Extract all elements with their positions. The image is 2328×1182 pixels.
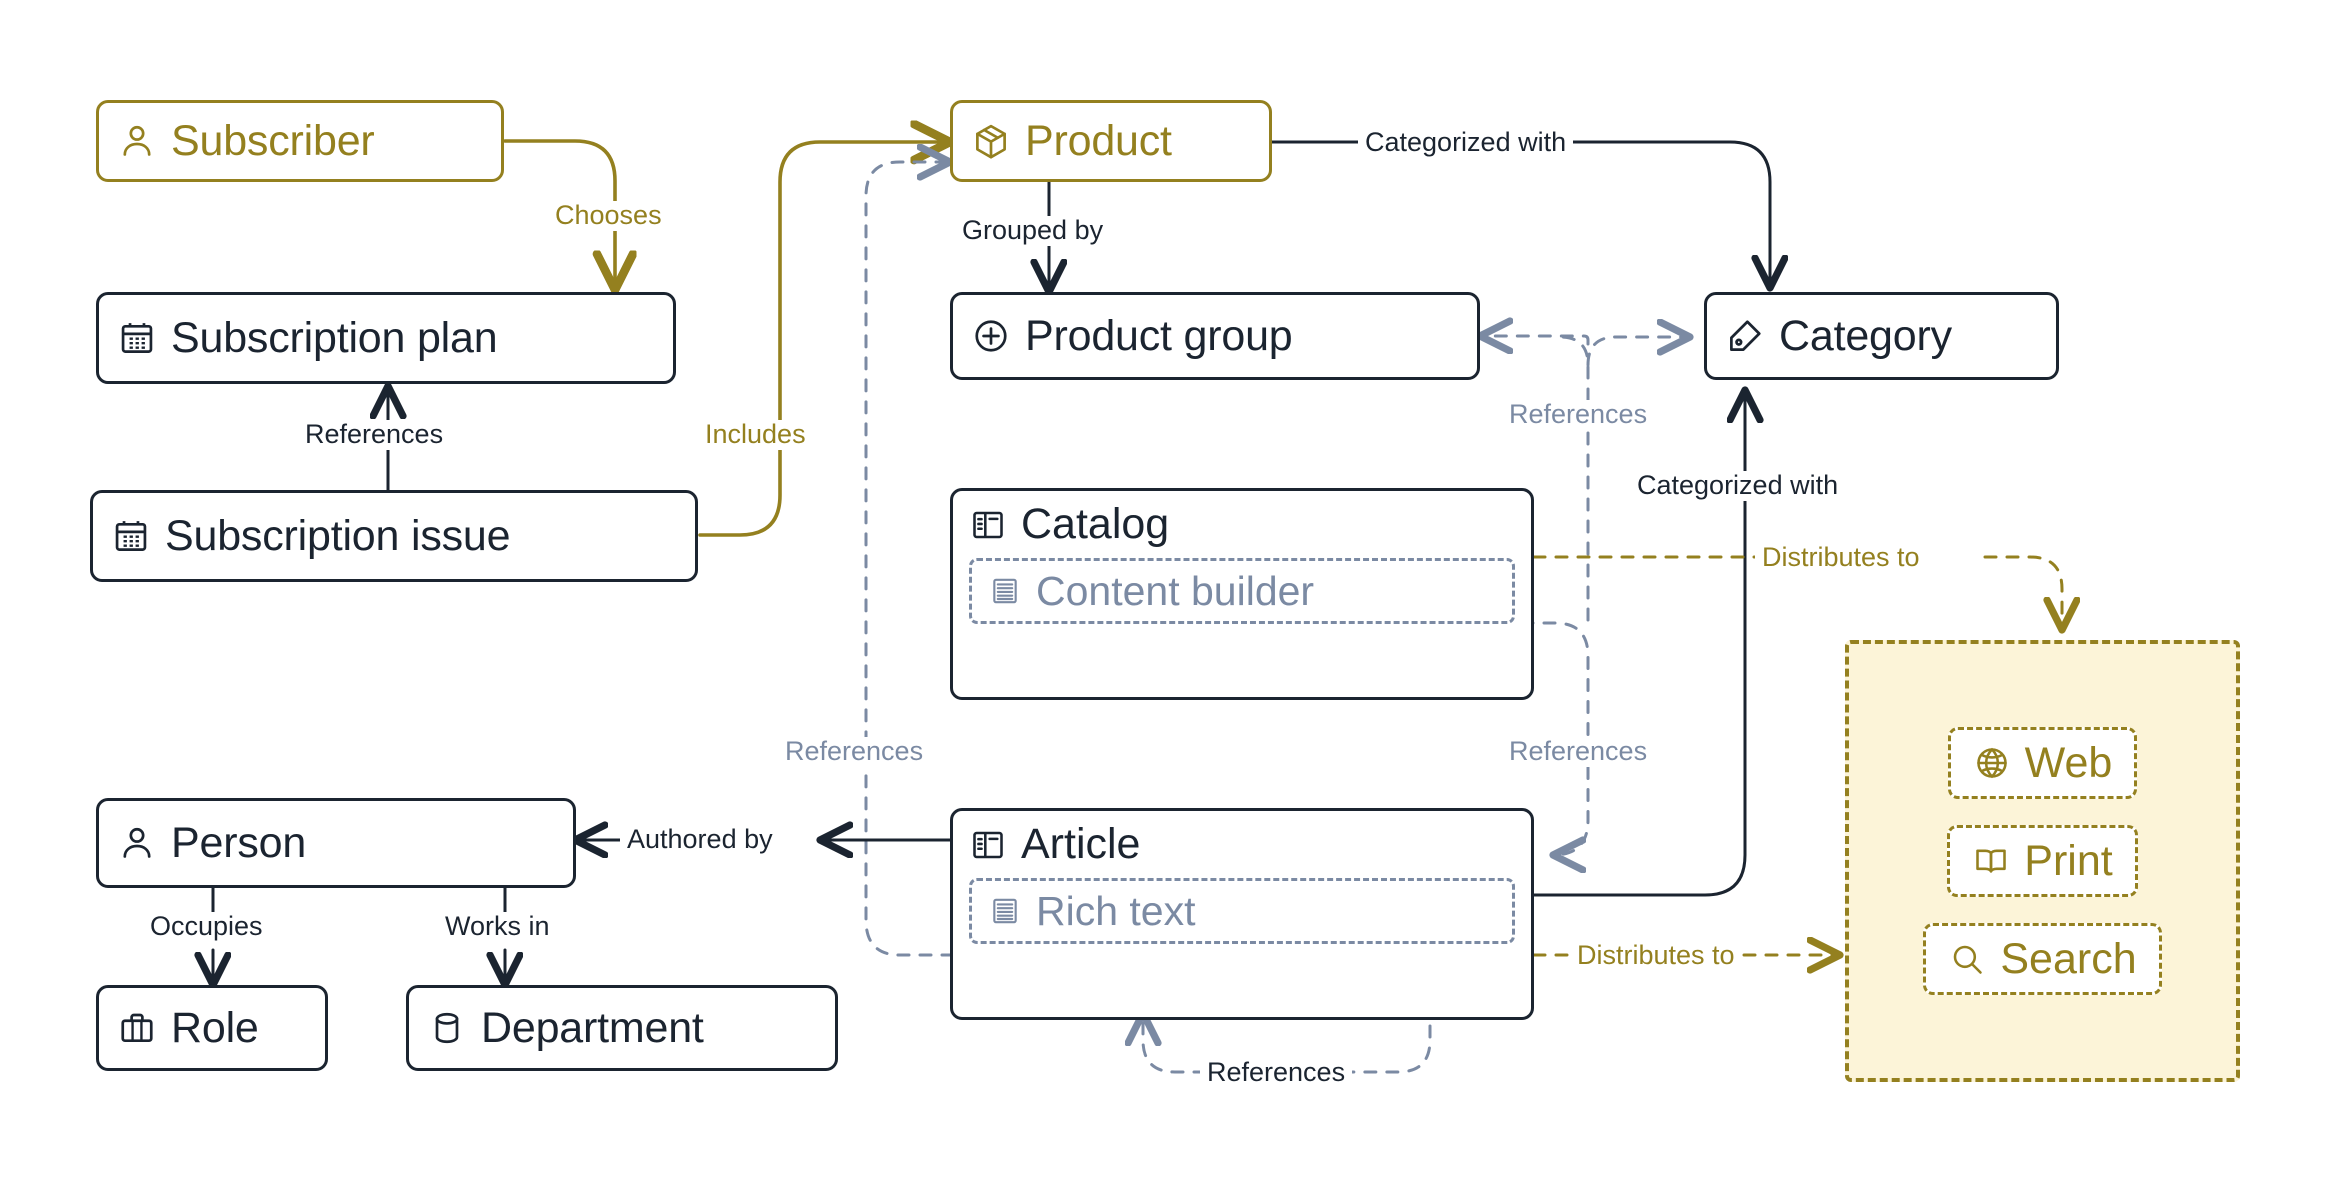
composite-article[interactable]: Article Rich text [950, 808, 1534, 1020]
edge-label-references-self: References [1200, 1057, 1353, 1088]
edge-label-occupies: Occupies [143, 911, 270, 942]
edge-references-branch-stem [1558, 335, 1590, 622]
globe-icon [1973, 744, 2011, 782]
edge-label-categorized-with-mid: Categorized with [1630, 470, 1846, 501]
composite-catalog[interactable]: Catalog Content builder [950, 488, 1534, 700]
edge-label-grouped-by: Grouped by [955, 215, 1111, 246]
list-lines-icon [988, 894, 1022, 928]
node-department[interactable]: Department [406, 985, 838, 1071]
chip-label: Search [2000, 934, 2137, 983]
person-icon [117, 823, 157, 863]
article-child-rich-text[interactable]: Rich text [969, 878, 1515, 944]
edge-label-distributes-to-catalog: Distributes to [1755, 542, 1927, 573]
box-3d-icon [971, 121, 1011, 161]
edge-label-includes: Includes [698, 419, 813, 450]
node-label: Product group [1025, 311, 1293, 360]
node-label: Role [171, 1003, 259, 1052]
child-label: Content builder [1036, 567, 1315, 614]
edge-label-references-left: References [778, 736, 931, 767]
child-label: Rich text [1036, 887, 1196, 934]
edge-references-branch-to-category [1586, 337, 1690, 367]
database-icon [427, 1008, 467, 1048]
chip-label: Print [2024, 836, 2113, 885]
edge-references-content-builder-group [1480, 336, 1590, 344]
node-category[interactable]: Category [1704, 292, 2059, 380]
node-person[interactable]: Person [96, 798, 576, 888]
edge-label-authored-by: Authored by [620, 824, 780, 855]
layout-panel-icon [969, 506, 1007, 544]
catalog-header: Catalog [969, 503, 1515, 546]
node-label: Person [171, 818, 307, 867]
edge-categorized-top [1270, 140, 1770, 288]
node-subscription-issue[interactable]: Subscription issue [90, 490, 698, 582]
node-label: Product [1025, 116, 1172, 165]
node-subscriber[interactable]: Subscriber [96, 100, 504, 182]
layout-panel-icon [969, 826, 1007, 864]
edge-label-chooses: Chooses [548, 200, 669, 231]
person-icon [117, 121, 157, 161]
edge-label-distributes-to-article: Distributes to [1570, 940, 1742, 971]
calendar-icon [117, 318, 157, 358]
book-open-icon [1972, 842, 2010, 880]
node-label: Subscription plan [171, 313, 498, 362]
node-role[interactable]: Role [96, 985, 328, 1071]
edge-categorized-mid [1532, 390, 1745, 897]
edge-includes [698, 142, 950, 537]
channel-chip-search[interactable]: Search [1923, 923, 2162, 995]
edge-label-categorized-with-top: Categorized with [1358, 127, 1574, 158]
node-product-group[interactable]: Product group [950, 292, 1480, 380]
edge-label-references-right: References [1502, 736, 1655, 767]
channel-chip-print[interactable]: Print [1947, 825, 2138, 897]
tag-icon [1725, 316, 1765, 356]
node-label: Department [481, 1003, 704, 1052]
node-label: Subscriber [171, 116, 375, 165]
catalog-title: Catalog [1021, 500, 1170, 548]
plus-circle-icon [971, 316, 1011, 356]
channel-group[interactable]: Web Print Search [1845, 640, 2240, 1082]
node-label: Subscription issue [165, 511, 511, 560]
node-product[interactable]: Product [950, 100, 1272, 182]
edge-distributes-catalog-b [1983, 555, 2062, 630]
magnifier-icon [1948, 940, 1986, 978]
catalog-child-content-builder[interactable]: Content builder [969, 558, 1515, 624]
list-lines-icon [988, 574, 1022, 608]
edge-label-references-catalog-category: References [1502, 399, 1655, 430]
channel-chip-web[interactable]: Web [1947, 727, 2138, 799]
edge-label-references-plan: References [298, 419, 451, 450]
node-subscription-plan[interactable]: Subscription plan [96, 292, 676, 384]
edge-label-works-in: Works in [438, 911, 557, 942]
edge-references-self-return [1143, 1013, 1207, 1074]
chip-label: Web [2024, 738, 2113, 787]
calendar-icon [111, 516, 151, 556]
node-label: Category [1779, 311, 1952, 360]
article-header: Article [969, 823, 1515, 866]
article-title: Article [1021, 820, 1141, 868]
briefcase-icon [117, 1008, 157, 1048]
